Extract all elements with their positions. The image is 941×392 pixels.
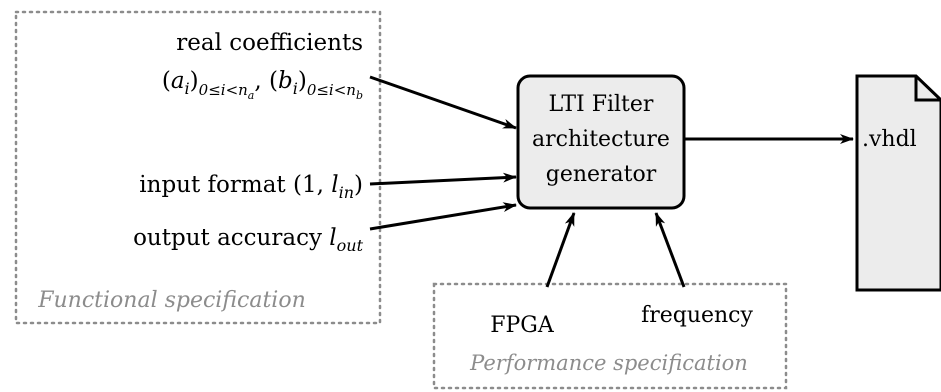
generator-line-2: architecture	[532, 127, 670, 152]
frequency-arrow	[654, 212, 686, 288]
performance-spec-caption: Performance specification	[469, 351, 748, 375]
output-accuracy-arrow	[369, 202, 517, 231]
generator-box	[516, 74, 686, 210]
fpga-label: FPGA	[490, 313, 555, 338]
coefficients-formula: (ai)0≤i<na, (bi)0≤i<nb	[162, 68, 363, 102]
input-format-arrow	[369, 172, 517, 186]
generator-line-3: generator	[546, 162, 657, 187]
vhdl-file-label: .vhdl	[862, 127, 917, 152]
generator-line-1: LTI Filter	[549, 92, 654, 117]
vhdl-file-icon	[855, 74, 941, 292]
frequency-label: frequency	[641, 303, 753, 328]
performance-spec-box	[432, 282, 788, 390]
input-format-label: input format (1, lin)	[139, 172, 363, 202]
output-accuracy-label: output accuracy lout	[133, 225, 363, 255]
functional-spec-caption: Functional specification	[37, 288, 306, 313]
functional-spec-box	[14, 10, 382, 325]
file-corner-fold	[914, 76, 941, 102]
coefficients-label: real coefficients	[176, 30, 363, 56]
fpga-arrow	[545, 212, 576, 288]
coefficients-arrow	[369, 75, 517, 130]
